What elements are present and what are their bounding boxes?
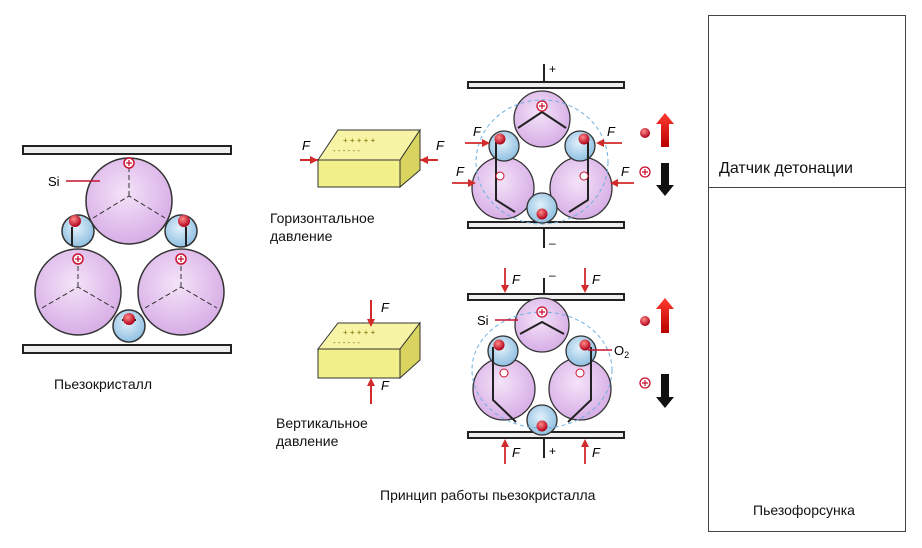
plus-terminal: + bbox=[549, 444, 556, 458]
si-label-left: Si bbox=[48, 174, 60, 189]
charge-neg bbox=[178, 215, 190, 227]
vertical-pressure-label-2: давление bbox=[276, 433, 339, 449]
charge-pos-group bbox=[72, 157, 187, 265]
force-label: F bbox=[512, 272, 521, 287]
top-plate bbox=[22, 145, 232, 155]
force-label: F bbox=[381, 300, 390, 315]
piezo-injector-panel: Пьезофорсунка bbox=[708, 187, 906, 532]
force-label: F bbox=[473, 124, 482, 139]
svg-text:+ + + + +: + + + + + bbox=[343, 136, 376, 145]
minus-terminal: – bbox=[549, 236, 556, 250]
svg-text:- - - - - -: - - - - - - bbox=[333, 146, 360, 155]
si-atom bbox=[513, 90, 571, 148]
o-atom bbox=[526, 192, 558, 224]
knock-sensor-panel: Датчик детонации bbox=[708, 15, 906, 189]
horizontal-pressure-label-2: давление bbox=[270, 228, 333, 244]
minus-terminal: – bbox=[549, 268, 556, 282]
force-label: F bbox=[381, 378, 390, 393]
si-atom bbox=[549, 156, 613, 220]
force-label: F bbox=[456, 164, 465, 179]
force-label: F bbox=[592, 445, 601, 460]
si-atom-right bbox=[137, 248, 225, 336]
negative-charge-indicator bbox=[640, 316, 650, 326]
negative-charge-indicator bbox=[640, 128, 650, 138]
force-label: F bbox=[592, 272, 601, 287]
arrow-up-icon bbox=[656, 298, 674, 333]
arrow-up-icon bbox=[656, 113, 674, 147]
arrow-down-icon bbox=[656, 163, 674, 196]
si-atom bbox=[514, 297, 570, 353]
bottom-plate bbox=[22, 344, 232, 354]
si-label: Si bbox=[477, 313, 489, 328]
charge-neg bbox=[123, 313, 135, 325]
o2-label: O2 bbox=[614, 343, 629, 360]
o-atom-bottom bbox=[112, 309, 146, 343]
block-horizontal: + + + + + - - - - - - F F bbox=[300, 128, 445, 189]
force-label: F bbox=[302, 138, 311, 153]
svg-text:- - - - - -: - - - - - - bbox=[333, 338, 360, 347]
force-label: F bbox=[512, 445, 521, 460]
knock-sensor-title: Датчик детонации bbox=[719, 160, 853, 177]
si-atom-left bbox=[34, 248, 122, 336]
block-vertical: + + + + + - - - - - - F F bbox=[316, 300, 422, 404]
vertical-pressure-label-1: Вертикальное bbox=[276, 415, 368, 431]
force-label: F bbox=[436, 138, 445, 153]
plus-terminal: + bbox=[549, 62, 556, 76]
svg-text:+ + + + +: + + + + + bbox=[343, 328, 376, 337]
crystal-caption: Пьезокристалл bbox=[54, 376, 152, 392]
arrow-down-icon bbox=[656, 374, 674, 408]
piezo-injector-caption: Пьезофорсунка bbox=[753, 502, 855, 518]
principle-caption: Принцип работы пьезокристалла bbox=[380, 487, 596, 503]
charge-neg bbox=[69, 215, 81, 227]
crystal-large: Si bbox=[22, 145, 232, 354]
force-label: F bbox=[607, 124, 616, 139]
horizontal-pressure-label-1: Горизонтальное bbox=[270, 210, 375, 226]
crystal-horizontal: + – bbox=[452, 62, 674, 250]
force-label: F bbox=[621, 164, 630, 179]
si-atom bbox=[471, 156, 535, 220]
crystal-vertical: – + Si O2 bbox=[467, 268, 674, 464]
